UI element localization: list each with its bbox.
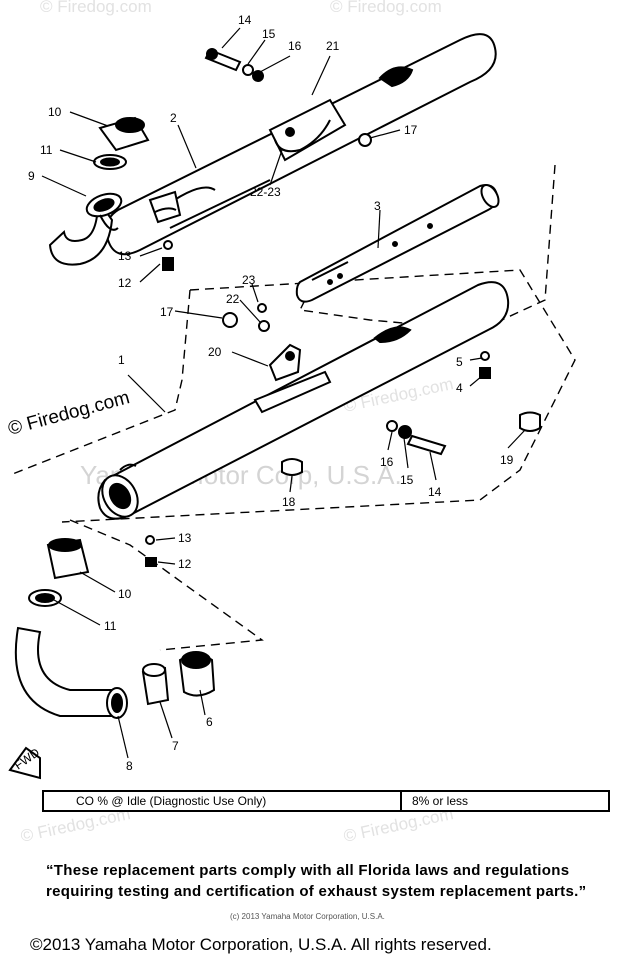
fwd-arrow: FWD bbox=[8, 745, 42, 780]
callout-11a: 11 bbox=[40, 143, 53, 157]
callout-17b: 17 bbox=[160, 305, 174, 319]
lower-pipe-parts bbox=[14, 538, 216, 719]
callout-6: 6 bbox=[206, 715, 213, 729]
callout-1: 1 bbox=[118, 353, 125, 367]
watermark-top-right: © Firedog.com bbox=[330, 0, 442, 16]
callout-12a: 12 bbox=[118, 276, 132, 290]
florida-compliance-notice: “These replacement parts comply with all… bbox=[46, 862, 587, 900]
callout-14a: 14 bbox=[238, 13, 252, 27]
fine-print: (c) 2013 Yamaha Motor Corporation, U.S.A… bbox=[230, 912, 385, 921]
emission-label: CO % @ Idle (Diagnostic Use Only) bbox=[44, 792, 402, 810]
callout-10a: 10 bbox=[48, 105, 62, 119]
upper-silencer-outline bbox=[298, 164, 556, 331]
upper-hardware bbox=[162, 48, 372, 271]
callout-14b: 14 bbox=[428, 485, 442, 499]
callout-21: 21 bbox=[326, 39, 340, 53]
callout-18: 18 bbox=[282, 495, 296, 509]
callout-22-23a: 22-23 bbox=[250, 185, 281, 199]
callout-17a: 17 bbox=[404, 123, 418, 137]
copyright-line: ©2013 Yamaha Motor Corporation, U.S.A. A… bbox=[30, 935, 492, 954]
callout-2: 2 bbox=[170, 111, 177, 125]
watermark-top-left: © Firedog.com bbox=[40, 0, 152, 16]
lower-muffler-outline-left bbox=[9, 289, 191, 476]
callout-16a: 16 bbox=[288, 39, 302, 53]
lower-hardware bbox=[145, 303, 541, 567]
callout-10b: 10 bbox=[118, 587, 132, 601]
callout-labels: 14 15 16 21 10 2 17 11 9 22-23 3 13 12 2… bbox=[28, 13, 514, 773]
upper-collar-parts bbox=[93, 116, 150, 170]
callout-11b: 11 bbox=[104, 619, 117, 633]
callout-4: 4 bbox=[456, 381, 463, 395]
lower-muffler bbox=[97, 281, 510, 520]
callout-13b: 13 bbox=[178, 531, 192, 545]
callout-20: 20 bbox=[208, 345, 222, 359]
callout-3: 3 bbox=[374, 199, 381, 213]
emission-table: CO % @ Idle (Diagnostic Use Only) 8% or … bbox=[42, 790, 610, 812]
callout-16b: 16 bbox=[380, 455, 394, 469]
callout-5: 5 bbox=[456, 355, 463, 369]
callout-9: 9 bbox=[28, 169, 35, 183]
callout-8: 8 bbox=[126, 759, 133, 773]
lower-muffler-outline bbox=[61, 269, 576, 523]
callout-12b: 12 bbox=[178, 557, 192, 571]
callout-7: 7 bbox=[172, 739, 179, 753]
watermark-firedog-main: © Firedog.com bbox=[6, 387, 132, 440]
callout-15b: 15 bbox=[400, 473, 414, 487]
emission-value: 8% or less bbox=[412, 794, 469, 808]
callout-23: 23 bbox=[242, 273, 256, 287]
silencer-tube bbox=[295, 184, 500, 303]
leader-lines bbox=[41, 27, 526, 759]
callout-13a: 13 bbox=[118, 249, 132, 263]
lower-pipe-outline bbox=[69, 519, 264, 651]
callout-15a: 15 bbox=[262, 27, 276, 41]
callout-22: 22 bbox=[226, 292, 240, 306]
callout-19: 19 bbox=[500, 453, 514, 467]
upper-exhaust-pipe bbox=[48, 192, 123, 266]
